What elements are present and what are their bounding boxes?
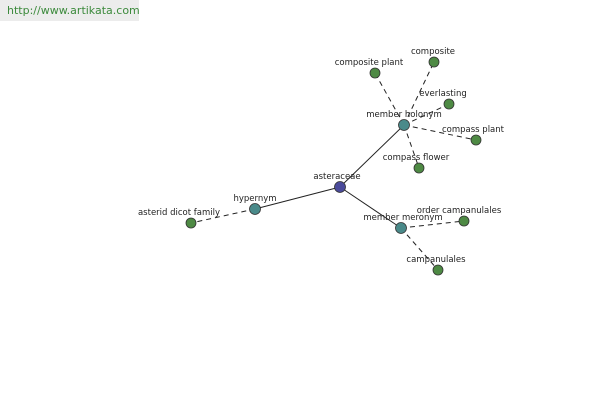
node-composite[interactable] bbox=[428, 56, 440, 68]
edge-member-meronym-to-order-campanulales bbox=[400, 220, 465, 229]
node-compass-plant[interactable] bbox=[470, 134, 482, 146]
node-label-asterid-dicot-family[interactable]: asterid dicot family bbox=[138, 208, 220, 218]
edge-asteraceae-to-hypernym bbox=[254, 186, 341, 210]
node-label-compass-plant[interactable]: compass plant bbox=[442, 125, 505, 135]
edge-member-holonym-to-composite bbox=[403, 61, 435, 126]
node-label-campanulales[interactable]: campanulales bbox=[406, 255, 466, 265]
node-compass-flower[interactable] bbox=[413, 162, 425, 174]
labels-layer: asteraceae hypernym member holonym member m… bbox=[138, 47, 505, 265]
node-everlasting[interactable] bbox=[443, 98, 455, 110]
node-label-compass-flower[interactable]: compass flower bbox=[383, 153, 450, 163]
url-banner: http://www.artikata.com bbox=[0, 0, 140, 21]
edge-member-holonym-to-composite-plant bbox=[374, 72, 405, 126]
node-member-meronym[interactable] bbox=[395, 222, 407, 234]
edge-hypernym-to-asterid-dicot-family bbox=[190, 208, 256, 224]
edge-asteraceae-to-member-meronym bbox=[339, 186, 402, 229]
node-campanulales[interactable] bbox=[432, 264, 444, 276]
edge-member-holonym-to-compass-flower bbox=[403, 124, 420, 169]
node-label-order-campanulales[interactable]: order campanulales bbox=[417, 206, 502, 216]
node-hypernym[interactable] bbox=[249, 203, 261, 215]
node-label-asteraceae[interactable]: asteraceae bbox=[313, 172, 360, 182]
node-composite-plant[interactable] bbox=[369, 67, 381, 79]
edges-layer bbox=[190, 61, 477, 271]
edge-asteraceae-to-member-holonym bbox=[339, 124, 405, 188]
node-label-everlasting[interactable]: everlasting bbox=[419, 89, 466, 99]
node-label-member-meronym[interactable]: member meronym bbox=[363, 213, 442, 223]
nodes-layer bbox=[185, 56, 482, 276]
node-label-composite-plant[interactable]: composite plant bbox=[335, 58, 404, 68]
node-label-hypernym[interactable]: hypernym bbox=[233, 194, 276, 204]
edge-member-meronym-to-campanulales bbox=[400, 227, 439, 271]
node-asteraceae[interactable] bbox=[334, 181, 346, 193]
node-label-composite[interactable]: composite bbox=[411, 47, 455, 57]
site-url-link[interactable]: http://www.artikata.com bbox=[7, 4, 140, 17]
node-label-member-holonym[interactable]: member holonym bbox=[366, 110, 441, 120]
node-member-holonym[interactable] bbox=[398, 119, 410, 131]
edge-member-holonym-to-compass-plant bbox=[403, 124, 477, 141]
node-order-campanulales[interactable] bbox=[458, 215, 470, 227]
node-asterid-dicot-family[interactable] bbox=[185, 217, 197, 229]
